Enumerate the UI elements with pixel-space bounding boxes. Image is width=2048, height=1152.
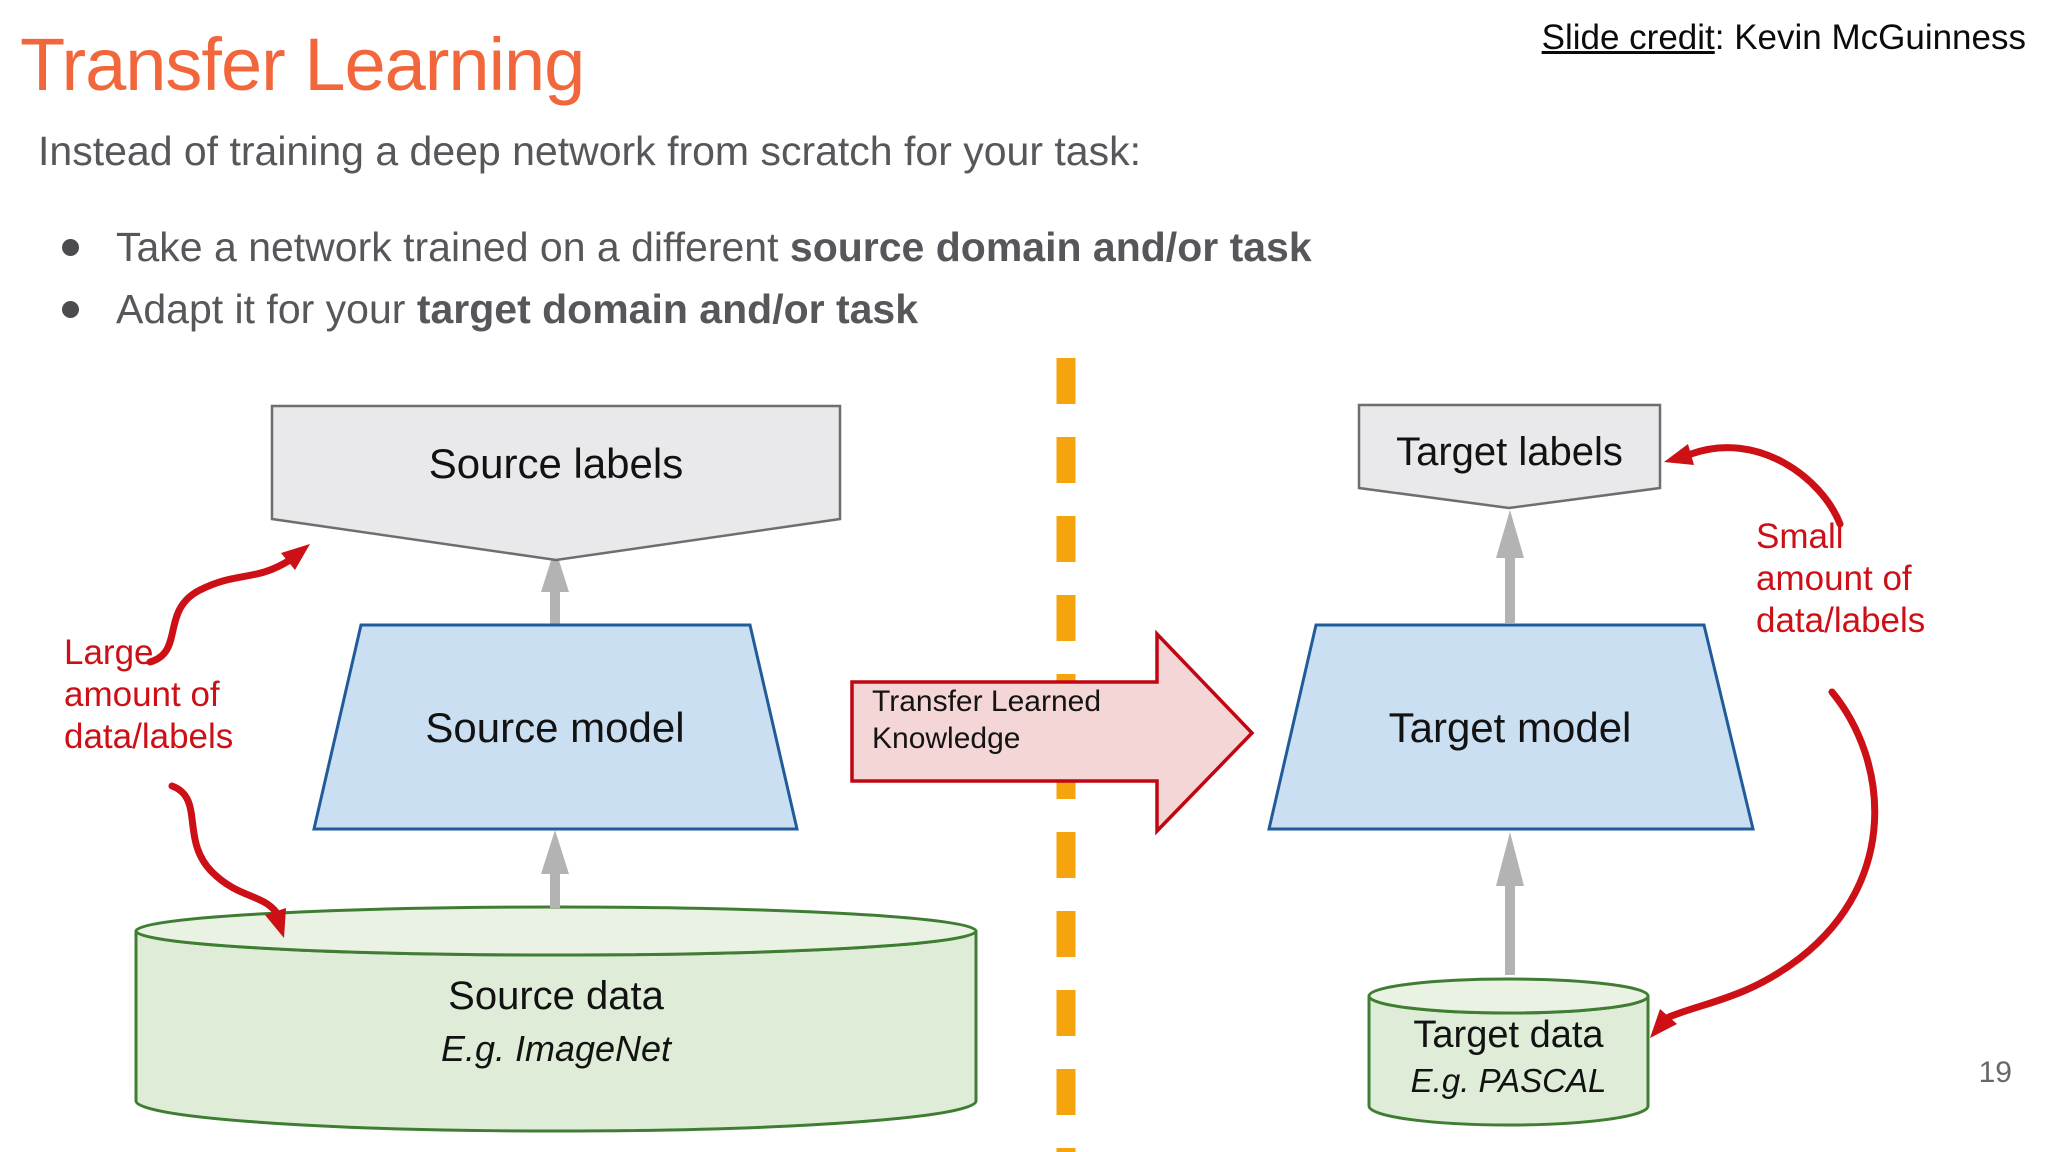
source-data-title: Source data xyxy=(448,974,664,1018)
bullet-text-normal: Adapt it for your xyxy=(116,285,417,332)
large-amount-to-source-data-arrowhead xyxy=(265,908,286,938)
large-amount-to-source-data-arrow xyxy=(168,782,280,916)
source-labels-shape xyxy=(270,404,842,562)
small-amount-line1: Small xyxy=(1756,517,1844,556)
slide-credit: Slide credit: Kevin McGuinness xyxy=(1542,18,2026,58)
small-amount-to-target-data-arrow xyxy=(1665,688,1879,1021)
bullet-text-bold: target domain and/or task xyxy=(416,285,919,332)
bullet-text: Take a network trained on a different so… xyxy=(116,224,1312,271)
large-amount-line2: amount of xyxy=(64,675,220,714)
target-data-to-model-arrowhead xyxy=(1496,832,1524,886)
source-model-shape xyxy=(312,623,799,831)
bullet-item-source-domain: Take a network trained on a different so… xyxy=(62,216,1312,278)
target-model-to-labels-arrowhead xyxy=(1496,510,1524,558)
large-amount-to-source-labels-arrow xyxy=(146,556,294,666)
bullet-item-target-domain: Adapt it for your target domain and/or t… xyxy=(62,278,1312,340)
source-data-cylinder-top xyxy=(134,905,978,957)
target-labels-shape xyxy=(1357,403,1662,510)
source-data-example: E.g. ImageNet xyxy=(440,1028,672,1069)
target-data-title: Target data xyxy=(1413,1014,1604,1056)
target-data-cylinder-top xyxy=(1367,977,1650,1015)
transfer-knowledge-label: Transfer Learned Knowledge xyxy=(872,685,1102,755)
source-data-label: Source data E.g. ImageNet xyxy=(306,974,806,1070)
bullet-text-bold: source domain and/or task xyxy=(789,223,1312,270)
slide-credit-label: Slide credit xyxy=(1541,18,1715,57)
target-data-label: Target data E.g. PASCAL xyxy=(1369,1014,1648,1100)
subtitle: Instead of training a deep network from … xyxy=(38,128,1141,174)
target-data-example: E.g. PASCAL xyxy=(1410,1062,1607,1099)
source-model-to-labels-arrowhead xyxy=(541,548,569,592)
small-amount-to-target-labels-arrowhead xyxy=(1664,444,1694,465)
source-model-label: Source model xyxy=(425,704,685,751)
bullet-text-normal: Take a network trained on a different xyxy=(116,223,790,270)
source-labels-label: Source labels xyxy=(428,440,684,487)
small-amount-annotation: Small amount of data/labels xyxy=(1756,516,1925,642)
bullet-dot xyxy=(62,238,79,256)
slide-credit-name: : Kevin McGuinness xyxy=(1714,18,2026,57)
source-data-to-model-arrowhead xyxy=(541,830,569,874)
large-amount-annotation: Large amount of data/labels xyxy=(64,632,233,758)
large-amount-line3: data/labels xyxy=(64,717,234,756)
small-amount-to-target-labels-arrow xyxy=(1687,444,1844,528)
page-number: 19 xyxy=(1978,1056,2012,1089)
small-amount-line3: data/labels xyxy=(1756,601,1926,640)
bullet-list: Take a network trained on a different so… xyxy=(62,216,1312,340)
target-model-shape xyxy=(1267,623,1755,831)
small-amount-line2: amount of xyxy=(1756,559,1912,598)
red-annotation-arrows xyxy=(146,444,1879,1038)
bullet-dot xyxy=(62,300,79,318)
target-model-label: Target model xyxy=(1388,704,1632,751)
target-labels-label: Target labels xyxy=(1396,430,1623,474)
bullet-text: Adapt it for your target domain and/or t… xyxy=(116,286,918,333)
page-title: Transfer Learning xyxy=(20,23,585,106)
large-amount-to-source-labels-arrowhead xyxy=(281,544,310,570)
connector-arrows xyxy=(541,510,1524,975)
large-amount-line1: Large xyxy=(64,633,154,672)
small-amount-to-target-data-arrowhead xyxy=(1650,1009,1677,1038)
transfer-knowledge-arrow xyxy=(850,629,1255,836)
